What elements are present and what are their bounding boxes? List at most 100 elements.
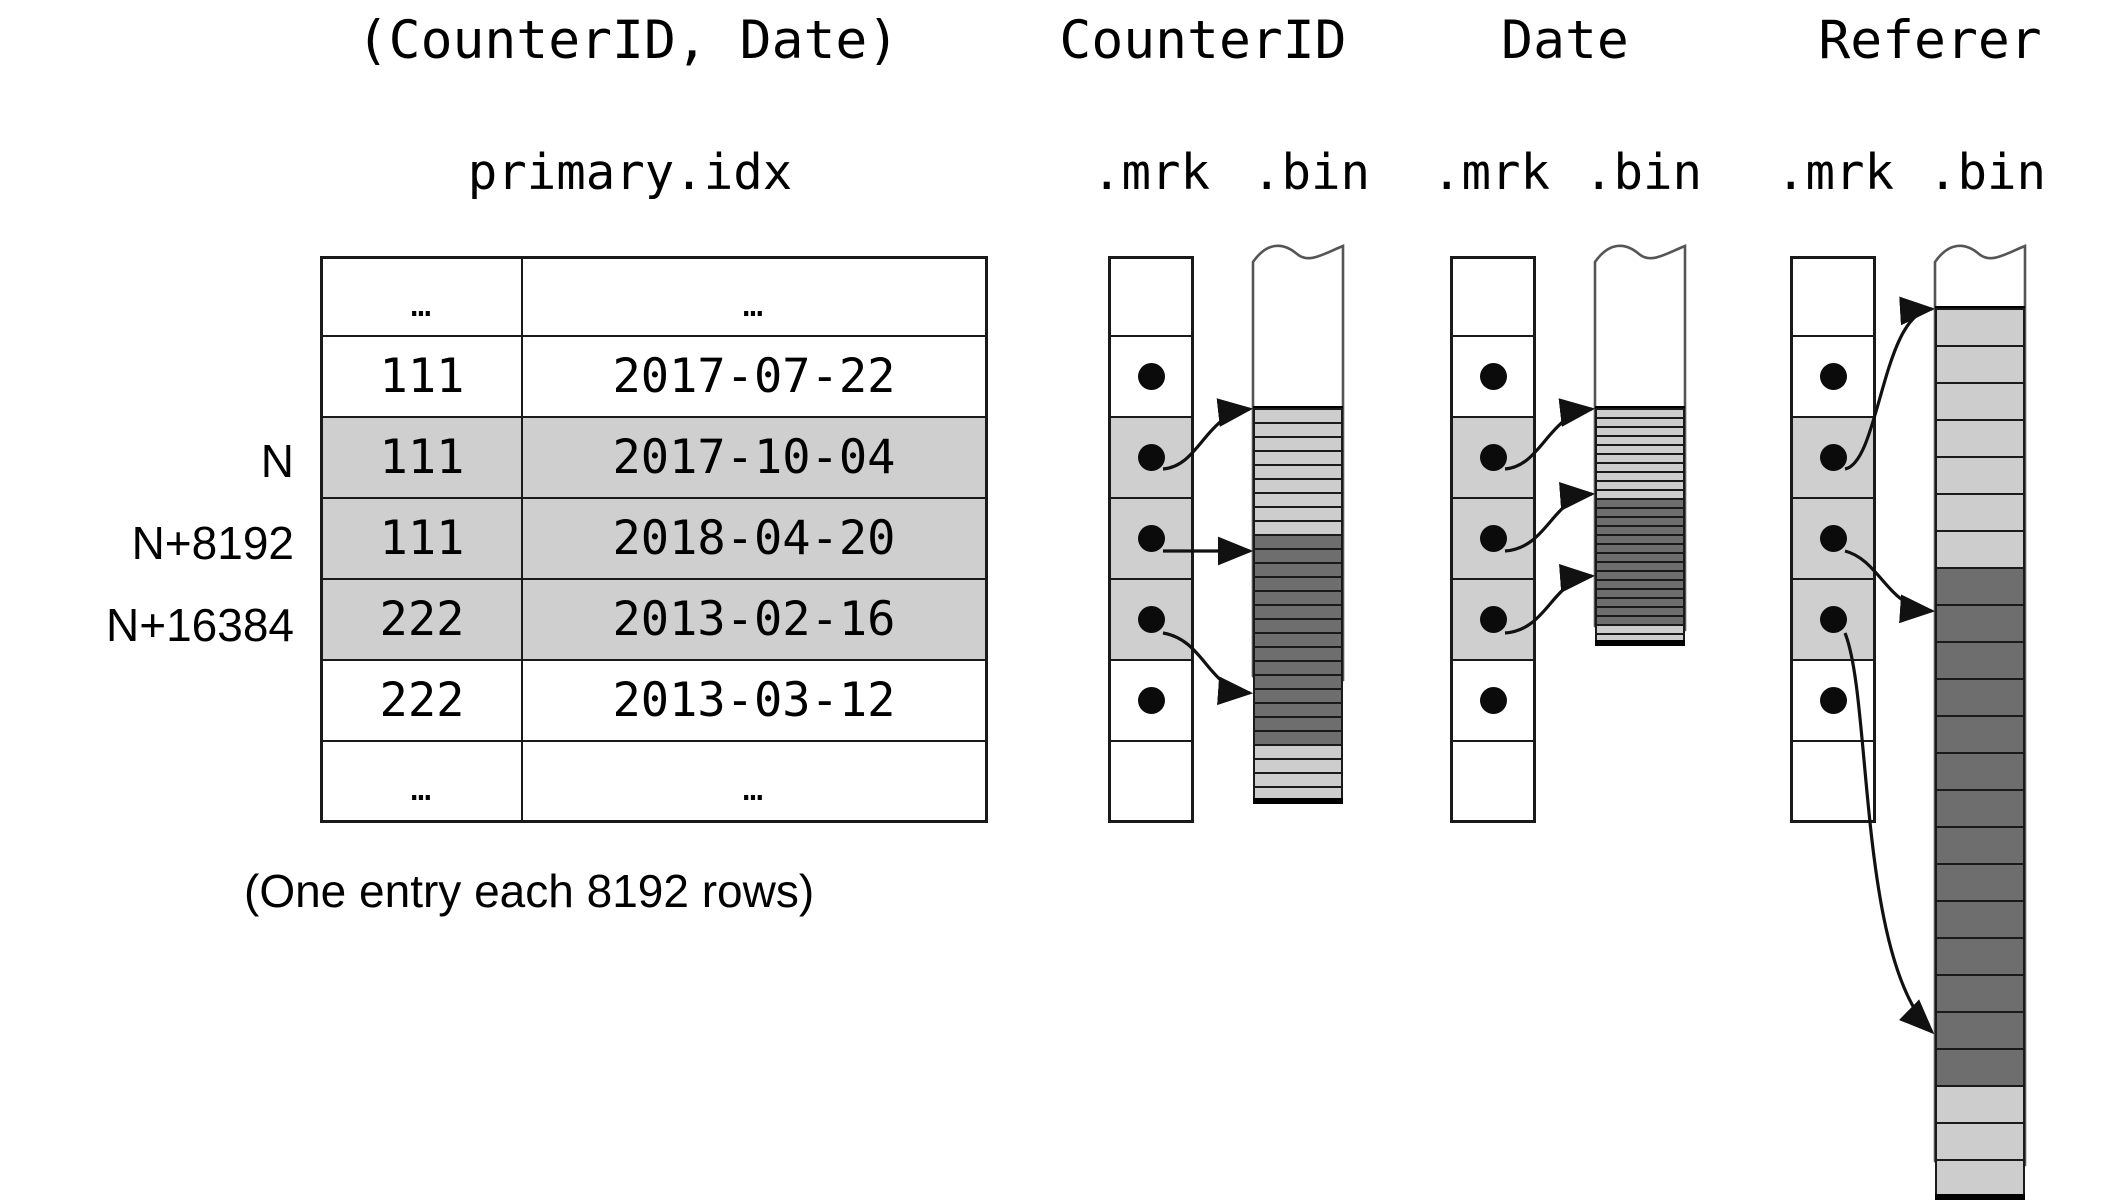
bin-granule-stripe — [1253, 450, 1343, 466]
bin-granule-stripe — [1595, 426, 1685, 437]
bin-granule-stripe — [1253, 772, 1343, 788]
header-primary-key: (CounterID, Date) — [356, 10, 900, 71]
bin-granule-stripe — [1253, 674, 1343, 690]
header-column-counterid: CounterID — [1059, 10, 1347, 71]
bin-granule-stripe — [1253, 576, 1343, 592]
bin-granule-boundary — [1253, 798, 1343, 804]
file-label-referer-mrk: .mrk — [1775, 144, 1894, 201]
mark-cell — [1111, 259, 1191, 337]
bin-granule-stripe — [1595, 606, 1685, 617]
bin-granule-stripe — [1935, 1159, 2025, 1198]
bin-granule-stripe — [1595, 408, 1685, 419]
bin-granule-stripe — [1595, 516, 1685, 527]
bin-granule-stripe — [1595, 498, 1685, 509]
bin-granule-stripe — [1935, 937, 2025, 976]
bin-granule-stripe — [1253, 548, 1343, 564]
bin-granule-stripe — [1935, 604, 2025, 643]
bin-granule-stripe — [1253, 730, 1343, 746]
index-cell-counterid: … — [323, 742, 523, 820]
bin-granule-stripe — [1595, 579, 1685, 590]
bin-column-counterid — [1250, 240, 1346, 804]
mark-pointer-dot — [1137, 444, 1165, 471]
bin-granule-stripe — [1253, 688, 1343, 704]
row-offset-label-n: N — [260, 435, 294, 487]
bin-granule-stripe — [1595, 570, 1685, 581]
mark-pointer-dot — [1137, 525, 1165, 552]
bin-granule-stripe — [1253, 758, 1343, 774]
index-cell-date: … — [742, 285, 766, 325]
mark-pointer-dot — [1137, 606, 1165, 633]
mark-cell — [1453, 661, 1533, 742]
mark-pointer-dot — [1137, 687, 1165, 714]
header-column-referer: Referer — [1818, 10, 2042, 71]
bin-granule-boundary — [1595, 640, 1685, 646]
bin-granule-stripe — [1595, 471, 1685, 482]
file-label-counterid-bin: .bin — [1251, 144, 1370, 201]
mark-cell — [1111, 661, 1191, 742]
index-cell-counterid: … — [323, 259, 523, 335]
index-cell-counterid: 111 — [323, 418, 523, 497]
bin-granule-stripe — [1595, 462, 1685, 473]
bin-granule-stripe — [1935, 1011, 2025, 1050]
bin-granule-stripe — [1935, 382, 2025, 421]
bin-granule-stripe — [1253, 618, 1343, 634]
index-cell-date: … — [742, 769, 766, 809]
bin-granule-stripe — [1253, 422, 1343, 438]
bin-granule-stripe — [1253, 492, 1343, 508]
mark-cell — [1453, 337, 1533, 418]
bin-granule-stripe — [1253, 716, 1343, 732]
bin-granule-stripe — [1595, 543, 1685, 554]
mark-pointer-dot — [1819, 687, 1847, 714]
bin-granule-stripe — [1935, 567, 2025, 606]
mark-pointer-dot — [1479, 525, 1507, 552]
index-cell-date: 2013-03-12 — [612, 673, 896, 728]
mark-cell — [1793, 580, 1873, 661]
bin-granule-stripe — [1253, 506, 1343, 522]
index-granularity-caption: (One entry each 8192 rows) — [244, 865, 815, 917]
mark-pointer-dot — [1819, 525, 1847, 552]
bin-granule-stripe — [1935, 789, 2025, 828]
row-offset-label-n-16384: N+16384 — [106, 599, 294, 651]
bin-granule-stripe — [1595, 507, 1685, 518]
bin-granule-stripe — [1253, 408, 1343, 424]
index-cell-date: 2017-07-22 — [612, 349, 896, 404]
mark-pointer-dot — [1819, 363, 1847, 390]
bin-granule-stripe — [1253, 590, 1343, 606]
index-cell-counterid: 111 — [323, 499, 523, 578]
bin-granule-stripe — [1935, 752, 2025, 791]
index-cell-date: 2013-02-16 — [612, 592, 896, 647]
bin-granule-stripe — [1253, 436, 1343, 452]
index-cell-counterid: 111 — [323, 337, 523, 416]
bin-granule-stripe — [1935, 1048, 2025, 1087]
mark-pointer-dot — [1479, 363, 1507, 390]
bin-granule-stripe — [1935, 308, 2025, 347]
index-cell-counterid: 222 — [323, 580, 523, 659]
mark-cell — [1111, 580, 1191, 661]
bin-granule-stripe — [1935, 826, 2025, 865]
mark-column-referer — [1790, 256, 1876, 823]
mark-cell — [1793, 499, 1873, 580]
mark-pointer-dot — [1819, 606, 1847, 633]
mark-cell — [1793, 337, 1873, 418]
index-row: …… — [323, 742, 985, 820]
bin-granule-stripe — [1253, 646, 1343, 662]
bin-granule-stripe — [1935, 974, 2025, 1013]
bin-granule-stripe — [1595, 435, 1685, 446]
bin-granule-stripe — [1935, 1085, 2025, 1124]
bin-granule-stripe — [1595, 417, 1685, 428]
bin-granule-stripe — [1595, 624, 1685, 635]
index-row: 222 2013-02-16 — [323, 580, 985, 661]
file-label-date-mrk: .mrk — [1431, 144, 1550, 201]
bin-granule-stripe — [1253, 534, 1343, 550]
bin-granule-stripe — [1595, 552, 1685, 563]
bin-granule-stripe — [1253, 744, 1343, 760]
bin-granule-stripe — [1253, 520, 1343, 536]
mark-cell — [1111, 499, 1191, 580]
mark-cell — [1793, 742, 1873, 820]
bin-granule-stripe — [1935, 900, 2025, 939]
bin-column-date — [1592, 240, 1688, 646]
mark-cell — [1453, 742, 1533, 820]
